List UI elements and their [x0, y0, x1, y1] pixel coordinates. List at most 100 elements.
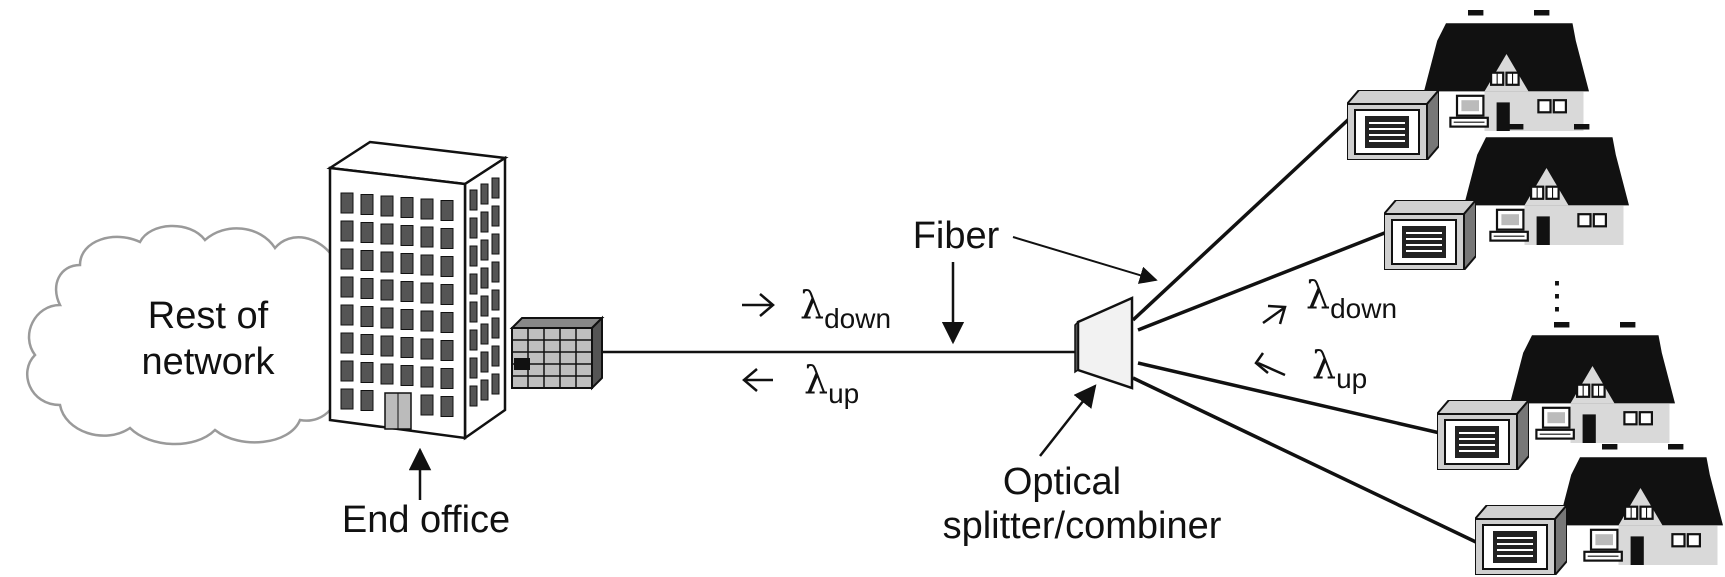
onu-device-icon [1384, 200, 1476, 270]
building-window [341, 193, 353, 213]
drop-fibers [1133, 118, 1478, 543]
building-window [441, 201, 453, 221]
building-window [361, 223, 373, 243]
building-window [421, 255, 433, 275]
optical-splitter-icon [1075, 298, 1132, 388]
lambda-up-arrow-right-icon [1256, 353, 1285, 375]
more-houses-ellipsis: ⋮ [1538, 275, 1576, 317]
splitter-label-line2: splitter/combiner [943, 505, 1222, 547]
building-window [361, 195, 373, 215]
building-window [361, 391, 373, 411]
lambda-down-label-left: λdown [800, 283, 891, 334]
building-window [381, 308, 393, 328]
building-window [381, 252, 393, 272]
building-window [381, 196, 393, 216]
building-window [401, 198, 413, 218]
building-window [441, 369, 453, 389]
building-window [421, 367, 433, 387]
building-window [441, 257, 453, 277]
building-side-window [481, 352, 488, 372]
building-side-window [470, 330, 477, 350]
lambda-up-arrow-icon [744, 369, 773, 391]
building-window [361, 251, 373, 271]
building-window [401, 366, 413, 386]
building-window [381, 280, 393, 300]
building-side-window [470, 302, 477, 322]
building-window [441, 285, 453, 305]
building-window [421, 199, 433, 219]
lambda-down-label-right: λdown [1306, 273, 1397, 324]
cloud-label-line2: network [141, 341, 275, 383]
building-window [341, 305, 353, 325]
house-icon [1424, 10, 1589, 131]
building-window [401, 282, 413, 302]
building-window [401, 338, 413, 358]
splitter-label-line1: Optical [1003, 461, 1121, 503]
building-side-window [481, 212, 488, 232]
lambda-down-arrow-right-icon [1263, 306, 1285, 324]
building-side-window [481, 240, 488, 260]
end-office-label: End office [342, 499, 510, 541]
building-side-window [470, 386, 477, 406]
building-side-window [492, 290, 499, 310]
building-side-window [492, 318, 499, 338]
building-window [421, 339, 433, 359]
building-window [381, 336, 393, 356]
building-window [421, 311, 433, 331]
house-icon [1464, 124, 1629, 245]
building-window [401, 254, 413, 274]
house-icon [1558, 444, 1723, 565]
building-side-window [470, 358, 477, 378]
building-window [341, 249, 353, 269]
building-window [441, 313, 453, 333]
building-window [381, 224, 393, 244]
building-window [361, 335, 373, 355]
building-side-window [492, 234, 499, 254]
building-window [341, 389, 353, 409]
building-window [421, 395, 433, 415]
lambda-up-label-left: λup [804, 358, 859, 409]
building-window [361, 363, 373, 383]
building-side-window [481, 184, 488, 204]
fiber-label: Fiber [913, 215, 1000, 257]
building-window [381, 364, 393, 384]
lambda-up-label-right: λup [1312, 343, 1367, 394]
building-side-window [492, 178, 499, 198]
building-side-window [470, 274, 477, 294]
fiber-arrow-diag [1013, 237, 1156, 280]
building-window [341, 333, 353, 353]
lambda-down-arrow-icon [742, 294, 773, 316]
onu-device-icon [1475, 505, 1567, 575]
building-side-window [470, 218, 477, 238]
cloud-label-line1: Rest of [148, 295, 269, 337]
olt-device-icon [512, 318, 602, 388]
building-side-window [492, 262, 499, 282]
building-window [441, 397, 453, 417]
building-window [341, 361, 353, 381]
onu-device-icon [1347, 90, 1439, 160]
splitter-arrow [1040, 386, 1095, 456]
building-window [421, 283, 433, 303]
building-side-window [470, 190, 477, 210]
drop-fiber-3 [1138, 363, 1440, 433]
office-building-icon [330, 142, 505, 438]
building-window [361, 279, 373, 299]
building-window [341, 221, 353, 241]
building-side-window [481, 380, 488, 400]
onu-device-icon [1437, 400, 1529, 470]
building-window [401, 226, 413, 246]
building-side-window [481, 296, 488, 316]
building-window [401, 310, 413, 330]
building-window [421, 227, 433, 247]
subscriber-3 [1437, 322, 1675, 470]
building-side-window [481, 268, 488, 288]
building-side-window [492, 374, 499, 394]
building-window [441, 341, 453, 361]
building-side-window [492, 206, 499, 226]
building-side-window [492, 346, 499, 366]
house-icon [1510, 322, 1675, 443]
building-side-window [470, 246, 477, 266]
building-side-window [481, 324, 488, 344]
building-window [361, 307, 373, 327]
